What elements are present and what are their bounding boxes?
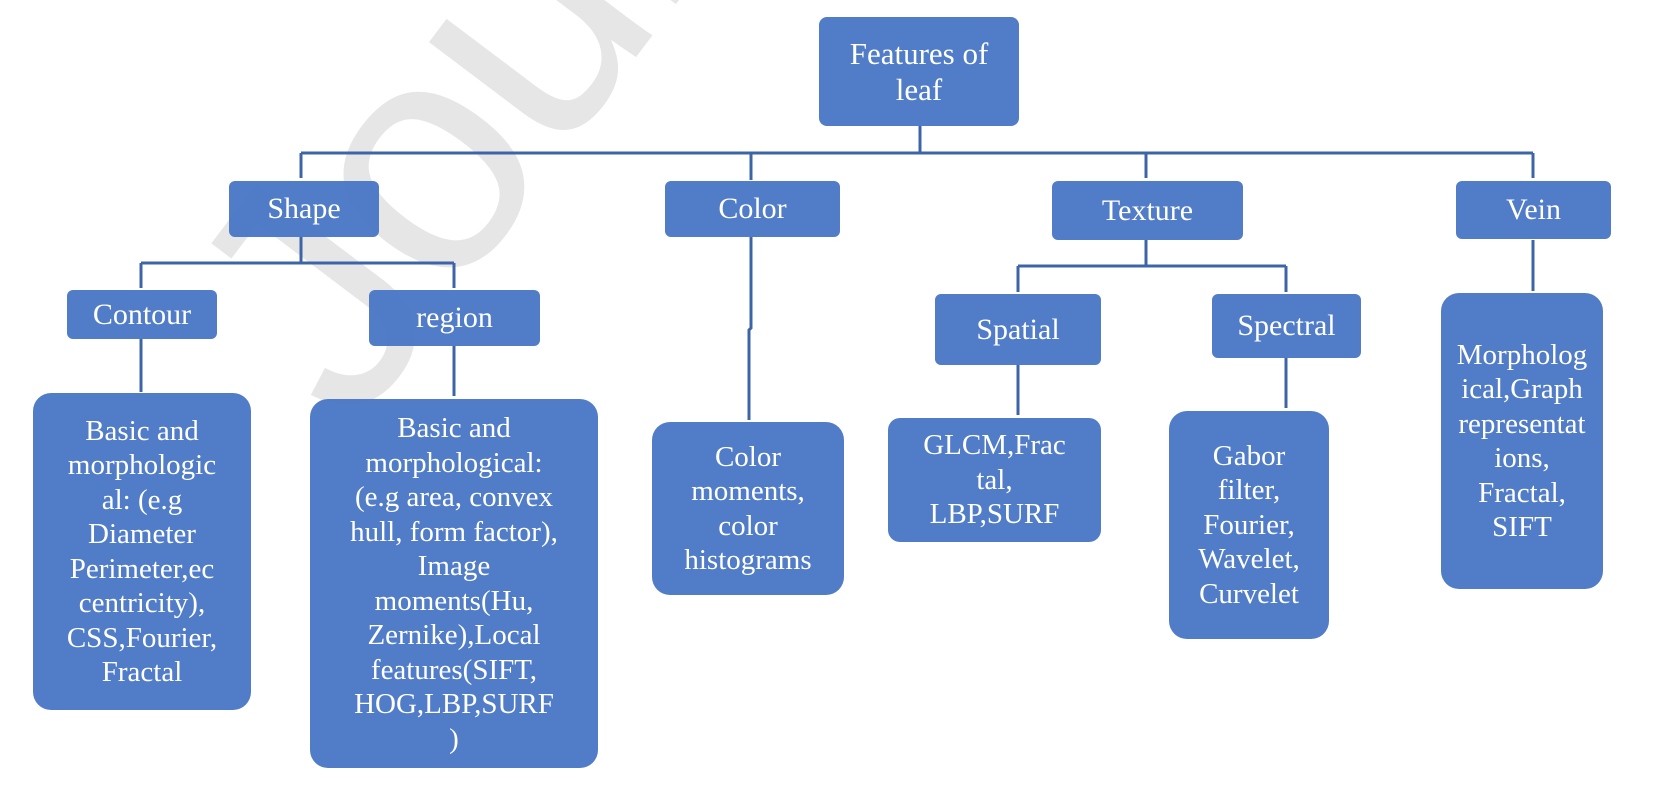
detail-spatial: GLCM,Frac tal, LBP,SURF: [888, 418, 1101, 542]
detail-color: Color moments, color histograms: [652, 422, 844, 595]
connector-color-detail: [747, 237, 753, 420]
node-texture: Texture: [1052, 181, 1243, 240]
node-spectral: Spectral: [1212, 294, 1361, 358]
node-color: Color: [665, 181, 840, 237]
node-spatial: Spatial: [935, 294, 1101, 365]
detail-vein: Morpholog ical,Graph representat ions, F…: [1441, 293, 1603, 589]
node-vein: Vein: [1456, 181, 1611, 239]
detail-spectral: Gabor filter, Fourier, Wavelet, Curvelet: [1169, 411, 1329, 639]
node-contour: Contour: [67, 290, 217, 339]
detail-contour: Basic and morphologic al: (e.g Diameter …: [33, 393, 251, 710]
detail-region: Basic and morphological: (e.g area, conv…: [310, 399, 598, 768]
node-shape: Shape: [229, 181, 379, 237]
node-region: region: [369, 290, 540, 346]
